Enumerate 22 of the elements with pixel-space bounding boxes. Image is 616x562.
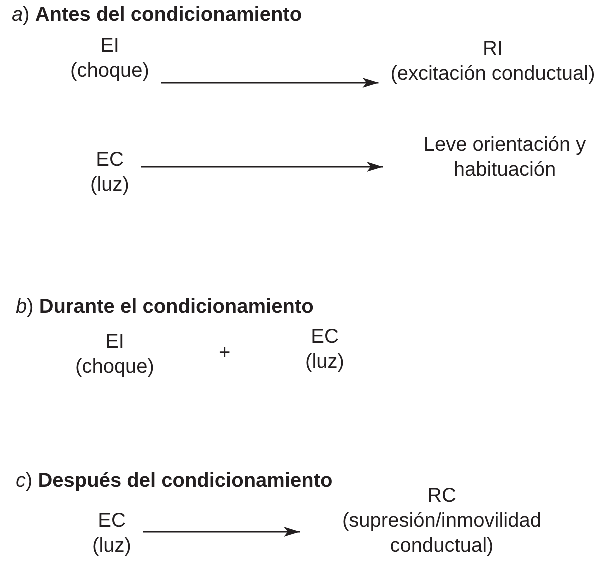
term-label: EC — [310, 325, 340, 350]
term-label: EC — [97, 509, 127, 534]
arrow — [143, 527, 300, 537]
description-text: (excitación conductual) — [390, 62, 596, 87]
description-text: (luz) — [90, 173, 130, 198]
section-heading: c) Después del condicionamiento — [16, 470, 333, 493]
term-label: EI — [104, 330, 126, 355]
section-heading: a) Antes del condicionamiento — [12, 4, 302, 27]
section-heading: b) Durante el condicionamiento — [16, 296, 314, 319]
term-label: RI — [482, 37, 504, 62]
arrow — [161, 78, 379, 88]
term-label: EI — [100, 34, 120, 59]
term-label: EC — [95, 148, 125, 173]
description-text: (luz) — [92, 534, 132, 559]
description-text: (choque) — [76, 355, 154, 380]
term-label: RC — [426, 484, 458, 509]
description-text: (supresión/inmovilidad conductual) — [342, 509, 542, 559]
arrow — [141, 162, 383, 172]
description-text: (choque) — [70, 59, 150, 84]
description-text: Leve orientación y habituación — [422, 133, 588, 183]
description-text: (luz) — [306, 350, 344, 375]
plus-sign: + — [219, 342, 231, 365]
